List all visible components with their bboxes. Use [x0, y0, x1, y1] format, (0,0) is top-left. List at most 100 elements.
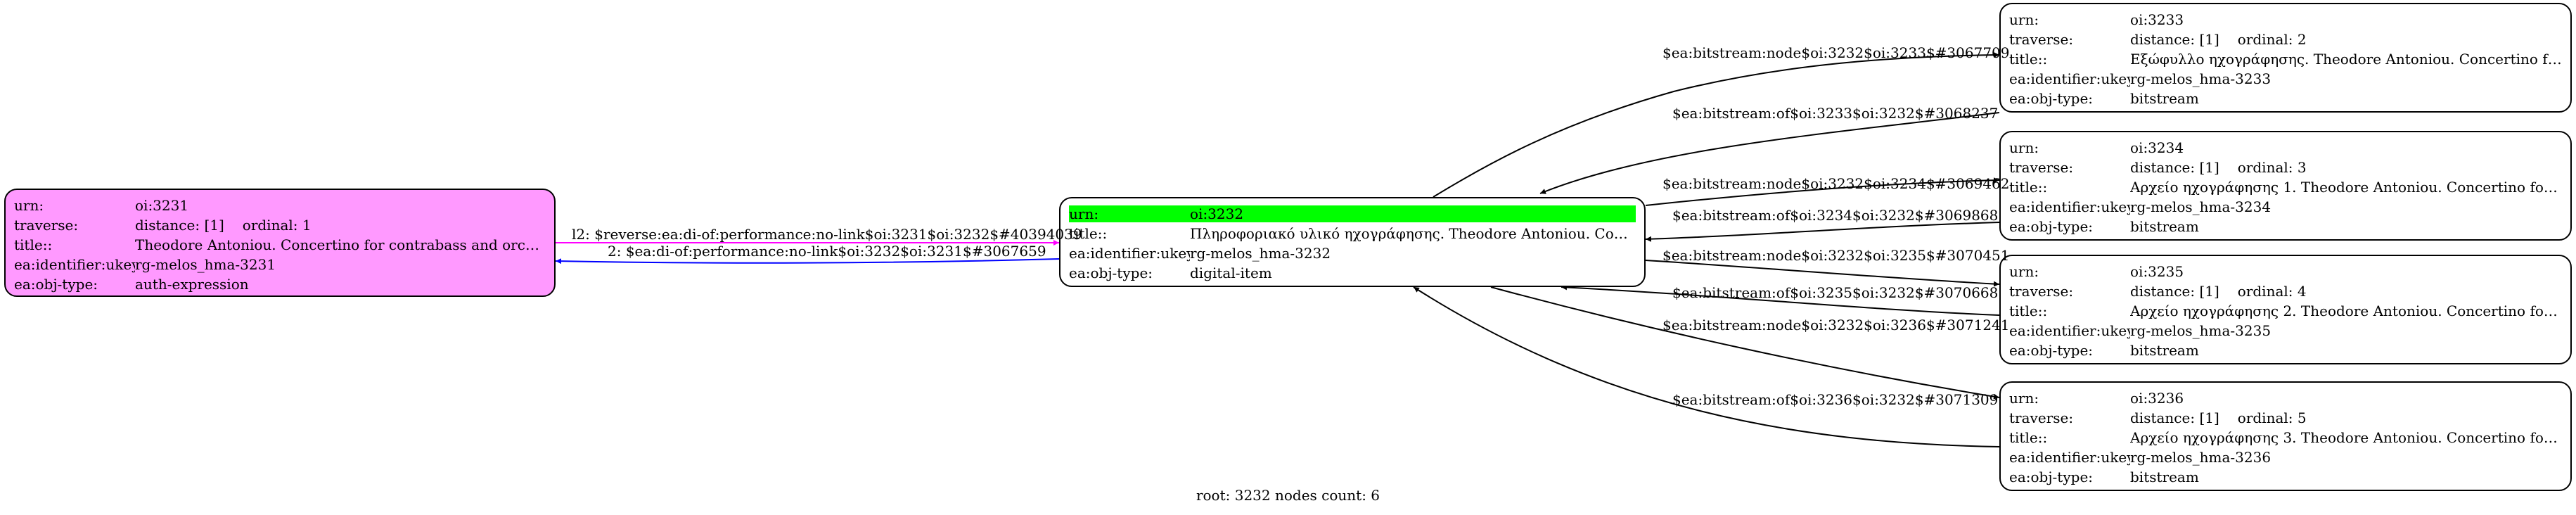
- edge-label-node-3234: $ea:bitstream:node$oi:3232$oi:3234$#3069…: [1662, 175, 2010, 192]
- node-row-title: title::Πληροφοριακό υλικό ηχογράφησης. T…: [1069, 224, 1636, 243]
- node-oi-3233[interactable]: urn:oi:3233 traverse:distance: [1]ordina…: [1999, 3, 2572, 113]
- field-value: distance: [1]ordinal: 5: [2130, 409, 2562, 426]
- node-row-title: title::Theodore Antoniou. Concertino for…: [14, 235, 546, 255]
- node-oi-3235[interactable]: urn: oi:3235 traverse: distance: [1]ordina…: [1999, 255, 2572, 364]
- field-key: title::: [2009, 303, 2048, 319]
- node-row-urn: urn: oi:3231: [14, 196, 546, 215]
- field-value: digital-item: [1190, 265, 1272, 281]
- node-oi-3232[interactable]: urn:oi:3232 title::Πληροφοριακό υλικό ηχ…: [1059, 197, 1646, 287]
- field-key: title::: [1069, 225, 1108, 242]
- node-row-traverse: traverse:distance: [1]ordinal: 1: [14, 215, 546, 235]
- ordinal-value: ordinal: 1: [242, 217, 312, 234]
- field-value: oi:3232: [1190, 205, 1636, 222]
- edge-label-reverse-di-of: l2: $reverse:ea:di-of:performance:no-lin…: [572, 226, 1082, 243]
- field-key: traverse:: [2009, 283, 2074, 300]
- node-row-title: title::Αρχείο ηχογράφησης 3. Theodore An…: [2009, 428, 2562, 447]
- distance-value: distance: [1]: [2130, 31, 2219, 48]
- field-value: oi:3235: [2130, 263, 2184, 280]
- node-row-traverse: traverse: distance: [1] ordinal: 3: [2009, 158, 2562, 177]
- graph-footer: root: 3232 nodes count: 6: [1196, 487, 1380, 504]
- field-value: oi:3236: [2130, 390, 2184, 407]
- node-row-traverse: traverse:distance: [1]ordinal: 2: [2009, 30, 2562, 49]
- ordinal-value: ordinal: 3: [2237, 159, 2307, 176]
- edge-line-of-3234: [1645, 222, 2000, 242]
- field-value: distance: [1]ordinal: 4: [2130, 283, 2562, 300]
- node-row-title: title::Αρχείο ηχογράφησης 1. Theodore An…: [2009, 177, 2562, 197]
- field-value: Αρχείο ηχογράφησης 3. Theodore Antoniou.…: [2130, 429, 2562, 446]
- node-oi-3234[interactable]: urn: oi:3234 traverse: distance: [1] ordina…: [1999, 131, 2572, 241]
- field-key: ea:identifier:ukey: [2009, 449, 2130, 466]
- field-value: rg-melos_hma-3233: [2130, 70, 2271, 87]
- field-key: title::: [14, 236, 53, 253]
- node-oi-3231[interactable]: urn: oi:3231 traverse:distance: [1]ordina…: [4, 189, 556, 297]
- edge-line-of-3233: [1539, 112, 2000, 194]
- node-row-type: ea:obj-type: auth-expression: [14, 274, 546, 294]
- field-value: Αρχείο ηχογράφησης 1. Theodore Antoniou.…: [2130, 179, 2562, 196]
- node-row-traverse: traverse: distance: [1]ordinal: 4: [2009, 281, 2562, 301]
- field-value: Theodore Antoniou. Concertino for contra…: [135, 236, 546, 253]
- field-value: distance: [1] ordinal: 3: [2130, 159, 2562, 176]
- edge-line-di-of: [555, 258, 1060, 265]
- field-value: rg-melos_hma-3235: [2130, 322, 2271, 339]
- field-value: Αρχείο ηχογράφησης 2. Theodore Antoniou.…: [2130, 303, 2562, 319]
- edge-label-node-3235: $ea:bitstream:node$oi:3232$oi:3235$#3070…: [1662, 247, 2010, 264]
- field-key: urn:: [2009, 139, 2039, 156]
- node-row-title: title::Εξώφυλλο ηχογράφησης. Theodore An…: [2009, 49, 2562, 69]
- field-value: oi:3231: [135, 197, 189, 214]
- node-row-urn: urn: oi:3236: [2009, 388, 2562, 408]
- field-key: ea:identifier:ukey: [2009, 70, 2130, 87]
- edge-line-node-3233: [1433, 52, 2000, 198]
- edge-line-node-3235: [1645, 260, 2000, 287]
- edge-line-node-3236: [1490, 286, 2000, 400]
- field-value: Εξώφυλλο ηχογράφησης. Theodore Antoniou.…: [2130, 51, 2562, 68]
- field-key: ea:obj-type:: [14, 276, 98, 293]
- field-key: ea:identifier:ukey: [14, 256, 135, 273]
- field-key: urn:: [2009, 390, 2039, 407]
- node-row-urn: urn: oi:3233: [2009, 10, 2562, 30]
- field-key: title::: [2009, 429, 2048, 446]
- field-value: rg-melos_hma-3232: [1190, 245, 1331, 262]
- field-value: oi:3233: [2130, 11, 2184, 28]
- distance-value: distance: [1]: [2130, 159, 2219, 176]
- node-row-traverse: traverse:distance: [1]ordinal: 5: [2009, 408, 2562, 428]
- node-row-type: ea:obj-type:digital-item: [1069, 263, 1636, 283]
- node-oi-3236[interactable]: urn: oi:3236 traverse:distance: [1]ordina…: [1999, 381, 2572, 491]
- node-row-urn: urn: oi:3235: [2009, 262, 2562, 281]
- field-value: bitstream: [2130, 342, 2199, 359]
- edge-label-of-3236: $ea:bitstream:of$oi:3236$oi:3232$#307130…: [1672, 391, 1999, 408]
- field-value: bitstream: [2130, 218, 2199, 235]
- field-key: urn:: [2009, 11, 2039, 28]
- edge-line-of-3235: [1561, 284, 2000, 316]
- ordinal-value: ordinal: 2: [2237, 31, 2307, 48]
- field-key: title::: [2009, 51, 2048, 68]
- field-key: title::: [2009, 179, 2048, 196]
- distance-value: distance: [1]: [2130, 409, 2219, 426]
- field-key: urn:: [14, 197, 44, 214]
- field-key: urn:: [2009, 263, 2039, 280]
- edge-label-node-3233: $ea:bitstream:node$oi:3232$oi:3233$#3067…: [1662, 44, 2010, 61]
- field-key: traverse:: [2009, 159, 2074, 176]
- field-value: rg-melos_hma-3234: [2130, 198, 2271, 215]
- distance-value: distance: [1]: [2130, 283, 2219, 300]
- field-value: bitstream: [2130, 90, 2199, 107]
- field-value: rg-melos_hma-3231: [135, 256, 276, 273]
- field-key: ea:identifier:ukey: [2009, 198, 2130, 215]
- edge-label-of-3235: $ea:bitstream:of$oi:3235$oi:3232$#307066…: [1672, 284, 1999, 301]
- node-row-urn: urn:oi:3232: [1069, 204, 1636, 224]
- node-row-type: ea:obj-type:bitstream: [2009, 341, 2562, 360]
- field-value: distance: [1]ordinal: 1: [135, 217, 546, 234]
- field-value: auth-expression: [135, 276, 249, 293]
- node-row-type: ea:obj-type:bitstream: [2009, 89, 2562, 108]
- field-value: rg-melos_hma-3236: [2130, 449, 2271, 466]
- node-row-type: ea:obj-type:bitstream: [2009, 467, 2562, 487]
- field-key: ea:identifier:ukey: [2009, 322, 2130, 339]
- field-key: ea:identifier:ukey: [1069, 245, 1190, 262]
- edge-label-of-3234: $ea:bitstream:of$oi:3234$oi:3232$#306986…: [1672, 207, 1999, 224]
- field-value: oi:3234: [2130, 139, 2184, 156]
